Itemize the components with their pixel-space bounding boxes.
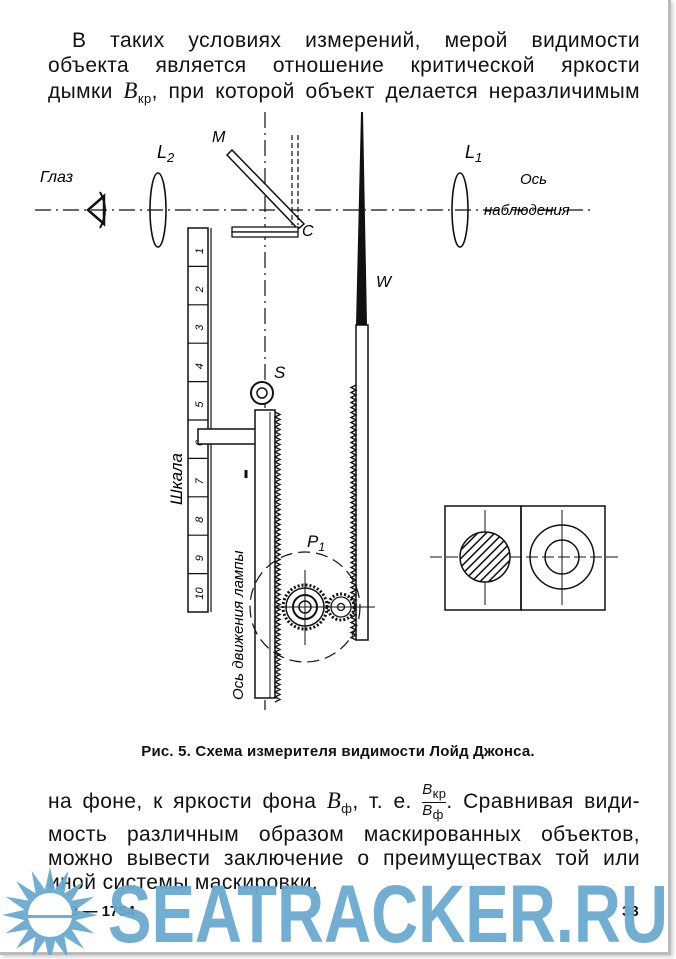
label-scale: Шкала bbox=[167, 453, 186, 505]
label-eye: Глаз bbox=[40, 169, 73, 186]
plate-c bbox=[231, 226, 299, 233]
eye-icon bbox=[86, 191, 106, 229]
scale-mark-label: 8 bbox=[194, 516, 206, 523]
text-line: В таких условиях измерений, мерой видимо… bbox=[72, 29, 640, 52]
label-lamp-axis: Ось движения лампы bbox=[230, 550, 247, 700]
rack-teeth bbox=[273, 411, 282, 703]
scale-mark-label: 7 bbox=[194, 477, 206, 484]
hatched-target bbox=[459, 531, 511, 583]
ring-target bbox=[529, 524, 595, 590]
scale-mark-label: 5 bbox=[194, 401, 206, 408]
label-w: W bbox=[376, 274, 393, 291]
label-c: C bbox=[302, 223, 314, 240]
watermark-logo: SEATRACKER.RU bbox=[2, 867, 668, 955]
text-line: объекта является отношение критической я… bbox=[48, 54, 640, 77]
scale-mark-label: 3 bbox=[194, 324, 206, 331]
label-axis: Ось bbox=[520, 171, 547, 188]
wedge-w bbox=[356, 112, 367, 325]
scale-mark-label: 2 bbox=[194, 286, 206, 293]
scale-mark-label: 9 bbox=[194, 555, 206, 561]
instrument-diagram: Глаз L2 M C W L1 Ось наблюдения 12345678… bbox=[35, 112, 620, 710]
mirror-m bbox=[225, 148, 306, 231]
label-p1: P1 bbox=[307, 532, 325, 554]
text-line: дымки Bкр, при которой объект делается н… bbox=[48, 78, 641, 107]
wedge-rack bbox=[355, 324, 369, 641]
scale-mark-label: 4 bbox=[194, 363, 206, 369]
scale-mark-label: 10 bbox=[194, 586, 206, 599]
lamp-rod bbox=[254, 409, 276, 699]
test-objects bbox=[430, 505, 620, 611]
lens-l2 bbox=[149, 172, 167, 248]
text-line: можно вывести заключение о преимуществах… bbox=[48, 847, 640, 870]
label-axis-2: наблюдения bbox=[484, 202, 570, 219]
label-m: M bbox=[212, 129, 226, 146]
scale-mark-label: 1 bbox=[194, 248, 206, 254]
svg-text:SEATRACKER.RU: SEATRACKER.RU bbox=[108, 869, 668, 955]
label-l2: L2 bbox=[157, 142, 175, 165]
sun-icon bbox=[2, 867, 98, 955]
figure-caption: Рис. 5. Схема измерителя видимости Лойд … bbox=[141, 743, 535, 760]
lens-l1 bbox=[451, 172, 469, 248]
label-s: S bbox=[274, 363, 286, 382]
label-l1: L1 bbox=[465, 142, 482, 165]
page-number: 33 bbox=[622, 903, 639, 920]
rack-teeth bbox=[349, 384, 358, 641]
text-line: мость различным образом маскированных об… bbox=[48, 823, 640, 846]
paragraph-top: В таких условиях измерений, мерой видимо… bbox=[48, 28, 640, 111]
text-line: иной системы маскировки. bbox=[48, 871, 319, 894]
